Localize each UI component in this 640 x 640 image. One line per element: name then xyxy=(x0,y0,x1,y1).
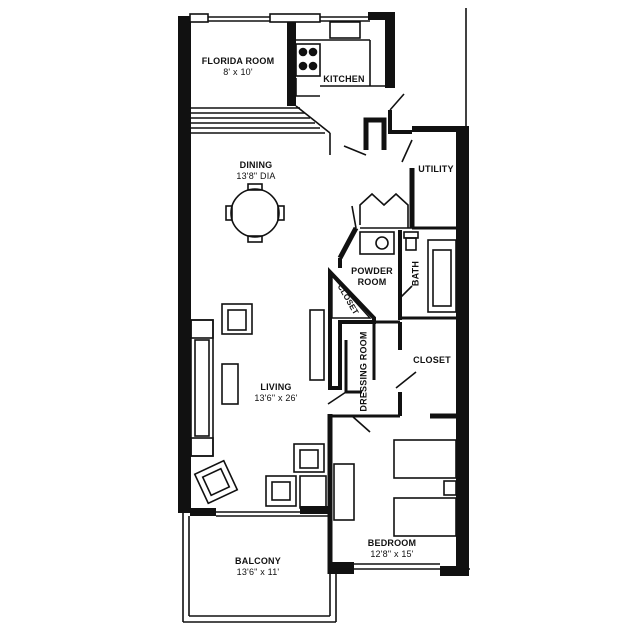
dining-chair-west xyxy=(225,205,233,221)
bath-tub xyxy=(427,239,457,313)
dining-chair-north xyxy=(247,183,263,191)
armchair-1 xyxy=(221,303,253,335)
dining-chair-south xyxy=(247,235,263,243)
living-name: LIVING xyxy=(260,382,292,392)
balcony-size: 13'6" x 11' xyxy=(236,567,280,577)
living-label: LIVING 13'6" x 26' xyxy=(236,382,316,404)
dining-name: DINING xyxy=(239,160,273,170)
powder-room-name: POWDER ROOM xyxy=(351,266,393,287)
cabinet xyxy=(299,475,327,509)
dining-table xyxy=(230,188,280,238)
entry-wall xyxy=(363,117,387,150)
kitchen-sink xyxy=(329,21,361,39)
sofa-arm-north xyxy=(190,319,214,339)
bedroom-se-corner xyxy=(440,566,469,576)
closet-small-triangle xyxy=(331,274,372,319)
kitchen-range xyxy=(295,43,321,77)
coffee-table xyxy=(221,363,239,405)
bath-door xyxy=(399,285,413,299)
bedroom-size: 12'8" x 15' xyxy=(370,549,414,559)
closet-door xyxy=(395,371,417,389)
armchair-2 xyxy=(293,443,325,473)
nightstand xyxy=(443,480,457,496)
utility-name: UTILITY xyxy=(418,164,454,174)
kitchen-east-wall xyxy=(385,14,395,88)
bed-2 xyxy=(393,497,457,537)
powder-toilet xyxy=(405,237,417,251)
entry-door-swing xyxy=(389,93,405,111)
utility-door xyxy=(401,139,413,163)
west-exterior-wall xyxy=(178,16,191,513)
sofa-arm-south xyxy=(190,437,214,457)
dining-chair-east xyxy=(277,205,285,221)
media-console xyxy=(309,309,325,381)
balcony-post-east xyxy=(300,506,330,514)
florida-room-size: 8' x 10' xyxy=(223,67,253,77)
burner-2 xyxy=(308,47,318,57)
powder-basin xyxy=(375,236,389,250)
balcony-label: BALCONY 13'6" x 11' xyxy=(216,556,300,578)
florida-kitchen-divider xyxy=(287,20,296,106)
living-size: 13'6" x 26' xyxy=(254,393,298,403)
bedroom-door-2 xyxy=(327,391,347,405)
east-exterior-wall xyxy=(456,126,469,574)
bath-name: BATH xyxy=(410,260,421,287)
bath-tub-inner xyxy=(432,249,452,307)
entry-wall-2 xyxy=(388,110,412,134)
burner-1 xyxy=(298,47,308,57)
florida-room-name: FLORIDA ROOM xyxy=(201,56,275,66)
window-florida-1 xyxy=(189,13,209,23)
sofa-back xyxy=(194,339,210,437)
florida-room-label: FLORIDA ROOM 8' x 10' xyxy=(196,56,280,78)
window-florida-2 xyxy=(269,13,321,23)
powder-sink xyxy=(359,231,395,255)
armchair-3 xyxy=(265,475,297,507)
dressing-room-label: DRESSING ROOM xyxy=(359,330,370,414)
kitchen-label: KITCHEN xyxy=(320,74,368,85)
bedroom-sw-corner xyxy=(328,562,354,574)
bedroom-door xyxy=(351,415,371,433)
closet-zigzag xyxy=(359,192,409,228)
armchair-1-seat xyxy=(227,309,247,331)
utility-north-wall xyxy=(412,126,460,132)
powder-toilet-tank xyxy=(403,231,419,239)
bed-1 xyxy=(393,439,457,479)
kitchen-corner-wall xyxy=(368,12,395,20)
lounge-chair xyxy=(193,459,239,505)
entry-door-2 xyxy=(343,145,367,156)
burner-3 xyxy=(298,61,308,71)
bedroom-name: BEDROOM xyxy=(367,538,417,548)
burner-4 xyxy=(308,61,318,71)
dresser xyxy=(333,463,355,521)
bedroom-label: BEDROOM 12'8" x 15' xyxy=(352,538,432,560)
closet-label: CLOSET xyxy=(410,355,454,366)
closet-name: CLOSET xyxy=(413,355,451,365)
utility-label: UTILITY xyxy=(416,164,456,175)
dining-label: DINING 13'8" DIA xyxy=(216,160,296,182)
armchair-2-seat xyxy=(299,449,319,469)
step-diagonal xyxy=(295,105,331,134)
bath-label: BATH xyxy=(411,254,422,294)
powder-door xyxy=(351,205,357,229)
kitchen-name: KITCHEN xyxy=(323,74,365,84)
dining-size: 13'8" DIA xyxy=(236,171,276,181)
armchair-3-seat xyxy=(271,481,291,501)
dressing-room-name: DRESSING ROOM xyxy=(358,331,369,412)
powder-room-label: POWDER ROOM xyxy=(348,266,396,288)
balcony-name: BALCONY xyxy=(235,556,281,566)
powder-west-wall xyxy=(337,226,359,260)
